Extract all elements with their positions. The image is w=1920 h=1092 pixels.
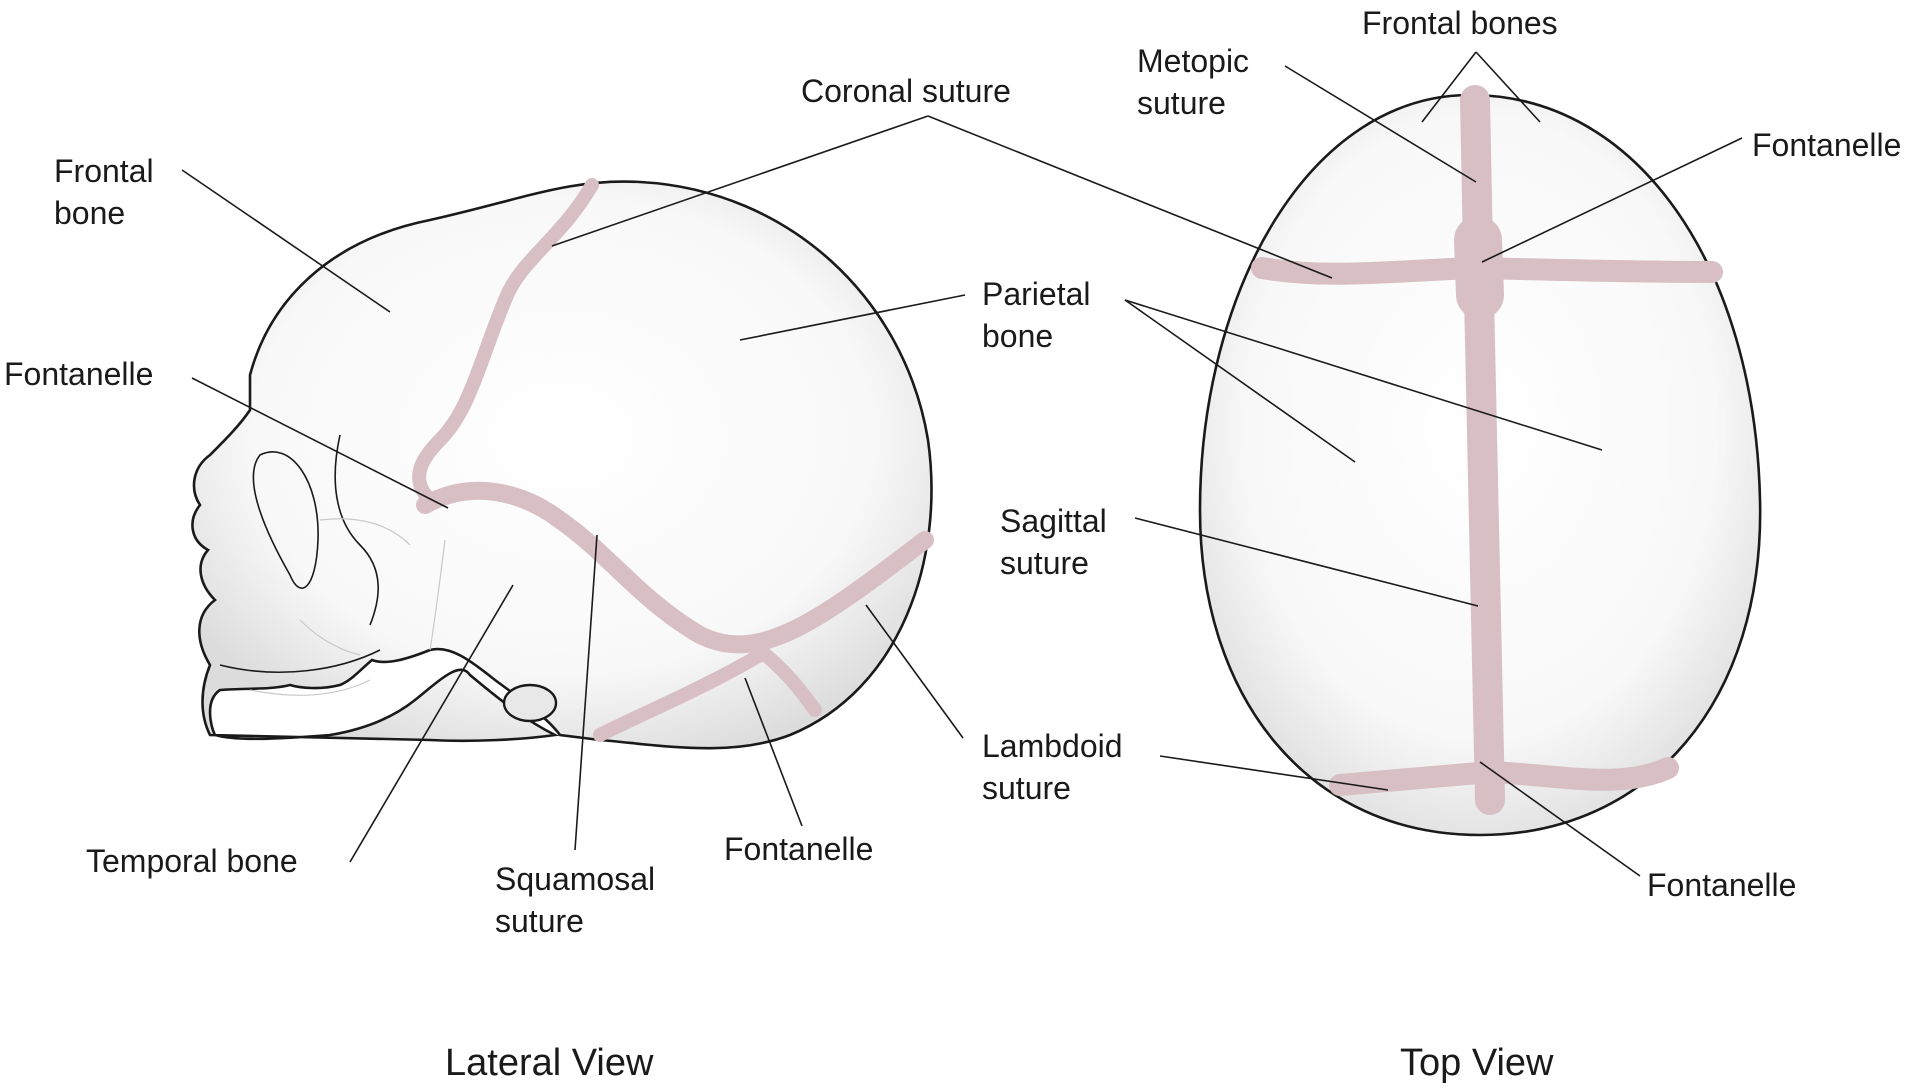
leader-lines — [181, 51, 1743, 877]
leader-frontal-bones-b — [1475, 51, 1541, 123]
leader-fontanelle-front — [191, 377, 449, 509]
label-lambdoid-line1: Lambdoid — [982, 728, 1123, 764]
caption-top-view: Top View — [1400, 1042, 1554, 1084]
label-frontal-bone: Frontal bone — [54, 150, 154, 234]
label-sagittal-line2: suture — [1000, 545, 1089, 581]
label-fontanelle-front: Fontanelle — [4, 356, 154, 392]
top-lambdoid-suture — [1329, 757, 1679, 796]
lateral-lambdoid-lower — [593, 643, 822, 742]
lateral-coronal-suture — [412, 178, 599, 507]
jaw-line — [219, 649, 381, 673]
lateral-squamosal-suture — [416, 481, 934, 654]
top-skull — [1198, 85, 1762, 837]
leader-frontal-bones-a — [1421, 51, 1477, 123]
label-fontanelle-back: Fontanelle — [724, 831, 874, 867]
leader-lambdoid-top — [1159, 755, 1389, 791]
label-fontanelle-posterior: Fontanelle — [1647, 867, 1797, 903]
face-faint-lines — [299, 518, 446, 656]
leader-parietal-lateral — [739, 294, 966, 341]
leader-squamosal — [574, 534, 598, 851]
leader-metopic — [1284, 65, 1477, 183]
label-fontanelle-anterior: Fontanelle — [1752, 127, 1902, 163]
label-metopic-suture: Metopic suture — [1137, 40, 1249, 124]
leader-fontanelle-posterior — [1479, 761, 1641, 877]
label-frontal-bones: Frontal bones — [1362, 5, 1558, 41]
caption-lateral-view: Lateral View — [445, 1042, 654, 1084]
cheek-contour — [334, 434, 379, 626]
label-parietal-bone-line2: bone — [982, 318, 1054, 354]
top-anterior-fontanelle — [1454, 216, 1504, 319]
label-lambdoid-suture: Lambdoid suture — [982, 725, 1123, 809]
leader-parietal-top-a — [1124, 299, 1356, 463]
leader-fontanelle-back — [744, 677, 803, 827]
label-parietal-bone-line1: Parietal — [982, 276, 1091, 312]
lateral-skull — [191, 178, 934, 750]
label-sagittal-line1: Sagittal — [1000, 503, 1107, 539]
leader-coronal-left — [551, 115, 929, 247]
label-squamosal-line1: Squamosal — [495, 861, 656, 897]
eye-socket — [252, 451, 319, 589]
top-sagittal-suture — [1460, 85, 1505, 815]
label-metopic-line1: Metopic — [1137, 43, 1250, 79]
leader-temporal-bone — [349, 584, 514, 863]
label-squamosal-suture: Squamosal suture — [495, 858, 655, 942]
leader-fontanelle-anterior — [1481, 137, 1743, 263]
lateral-skull-outline — [191, 180, 933, 750]
label-squamosal-line2: suture — [495, 903, 584, 939]
label-temporal-bone: Temporal bone — [86, 843, 298, 879]
label-metopic-line2: suture — [1137, 85, 1226, 121]
jaw-faint — [249, 679, 371, 696]
leader-parietal-top-b — [1124, 299, 1603, 451]
leader-coronal-right — [927, 115, 1333, 279]
label-coronal-suture: Coronal suture — [801, 73, 1011, 109]
label-parietal-bone: Parietal bone — [982, 273, 1091, 357]
ear-opening — [502, 683, 558, 723]
label-lambdoid-line2: suture — [982, 770, 1071, 806]
label-frontal-bone-line2: bone — [54, 195, 126, 231]
leader-frontal-bone — [181, 169, 391, 313]
label-sagittal-suture: Sagittal suture — [1000, 500, 1107, 584]
label-frontal-bone-line1: Frontal — [54, 153, 154, 189]
leader-sagittal — [1134, 517, 1479, 607]
leader-lambdoid-lateral — [865, 604, 964, 739]
